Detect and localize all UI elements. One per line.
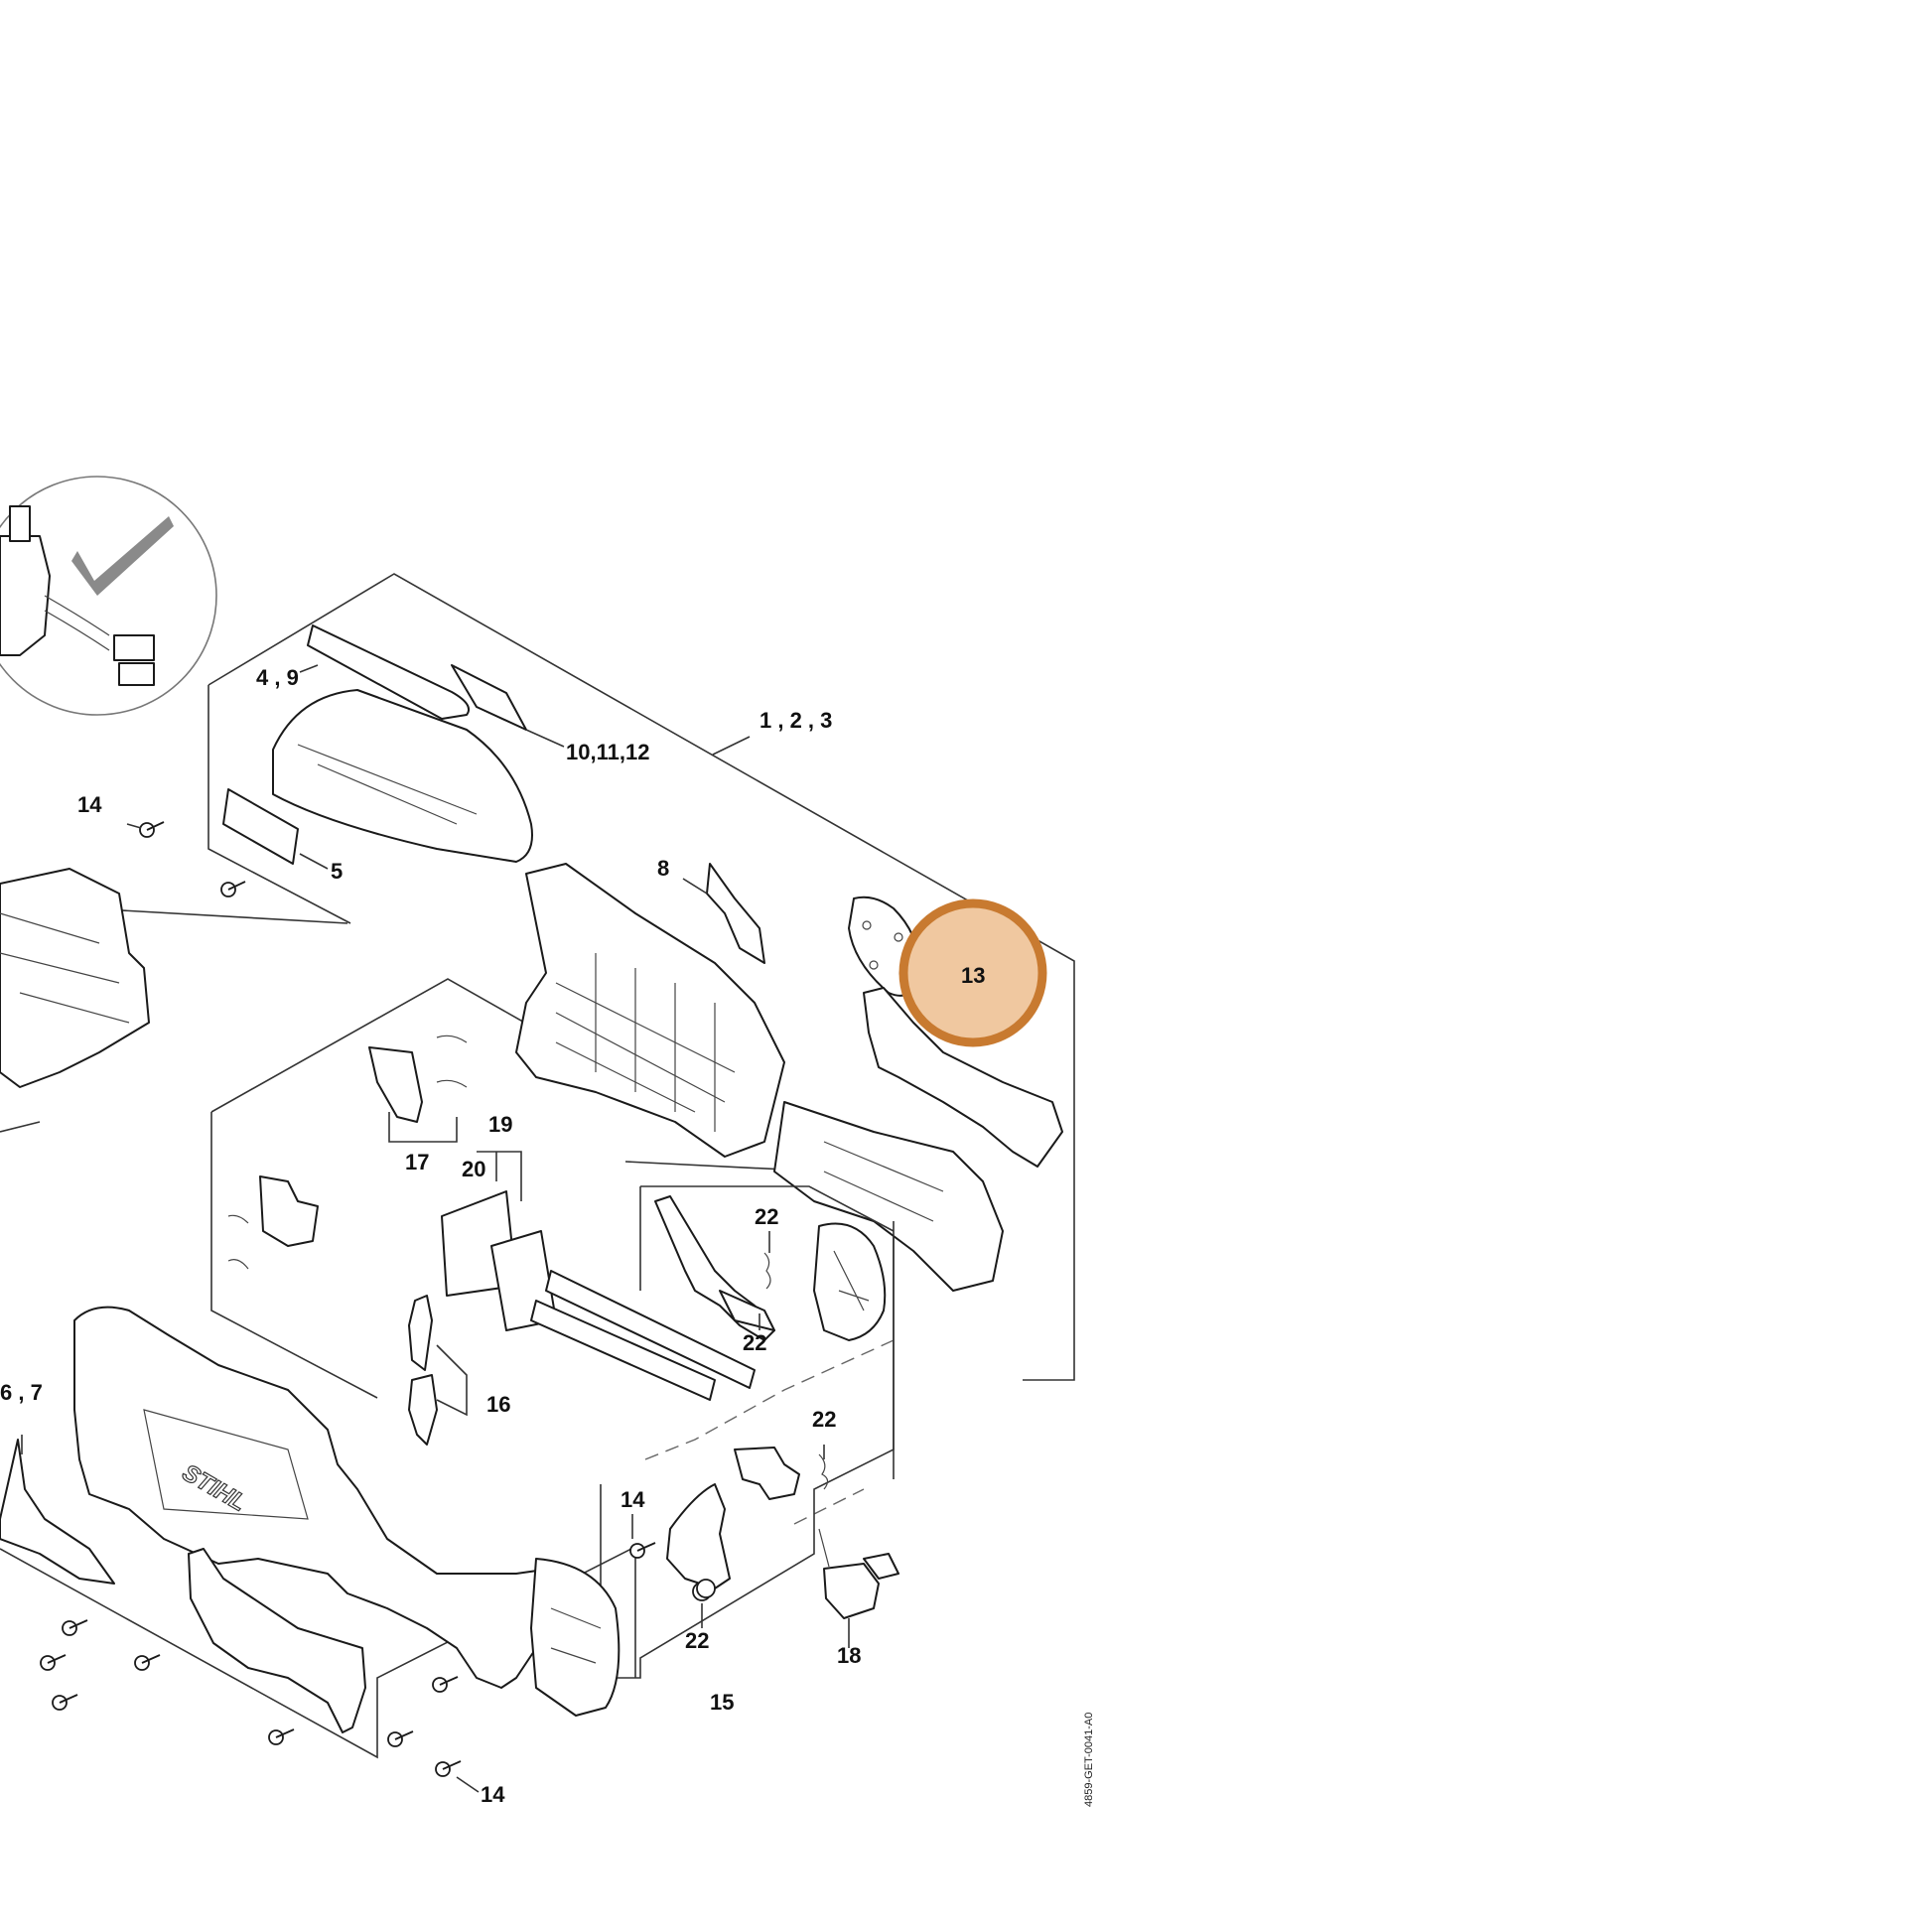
callout-22-bottom[interactable]: 22 (685, 1628, 709, 1653)
callout-22-top[interactable]: 22 (755, 1204, 778, 1229)
label-5 (222, 788, 299, 865)
callout-22-right[interactable]: 22 (812, 1407, 836, 1432)
motor-assembly (441, 1151, 756, 1401)
callout-17[interactable]: 17 (405, 1150, 429, 1174)
inset-detail (0, 476, 217, 716)
callout-14-mid[interactable]: 14 (621, 1487, 645, 1512)
callout-labels: 4 , 9 10,11,12 1 , 2 , 3 14 5 8 13 17 19… (0, 665, 985, 1807)
rear-grip-strip (863, 987, 1063, 1168)
lock-off-part (666, 1483, 731, 1589)
screws (40, 821, 656, 1777)
callout-4-9[interactable]: 4 , 9 (256, 665, 299, 690)
part-16-lower (408, 1374, 438, 1446)
callout-10-11-12[interactable]: 10,11,12 (566, 740, 649, 764)
callout-14-bottom[interactable]: 14 (481, 1782, 505, 1807)
drawing-code: 4859-GET-0041-A0 (1083, 1713, 1095, 1807)
label-4-9 (307, 624, 471, 720)
callout-14-top[interactable]: 14 (77, 792, 102, 817)
callout-13[interactable]: 13 (961, 963, 985, 988)
callout-16[interactable]: 16 (486, 1392, 510, 1417)
callout-15[interactable]: 15 (710, 1690, 734, 1715)
callout-22-mid[interactable]: 22 (743, 1330, 766, 1355)
assembly-outline (207, 573, 1075, 1381)
switch-18 (818, 1528, 899, 1619)
leader-lines (21, 664, 954, 1793)
housing-cover (272, 689, 533, 863)
label-8 (706, 863, 765, 964)
label-10-11-12 (451, 664, 527, 731)
callout-8[interactable]: 8 (657, 856, 669, 881)
callout-19[interactable]: 19 (488, 1112, 512, 1137)
callout-6-7[interactable]: 6 , 7 (0, 1380, 43, 1405)
callout-1-2-3[interactable]: 1 , 2 , 3 (759, 708, 832, 733)
lower-housing-half: STIHL (73, 1306, 621, 1717)
part-16-upper (408, 1295, 433, 1371)
main-chassis (515, 863, 1004, 1292)
highlight-circle[interactable] (898, 898, 1047, 1047)
grip-insert (188, 1548, 366, 1733)
callout-5[interactable]: 5 (331, 859, 343, 884)
callout-18[interactable]: 18 (837, 1643, 861, 1668)
left-housing-front (0, 868, 150, 1088)
checkmark-icon (71, 516, 174, 596)
callout-20[interactable]: 20 (462, 1157, 485, 1181)
